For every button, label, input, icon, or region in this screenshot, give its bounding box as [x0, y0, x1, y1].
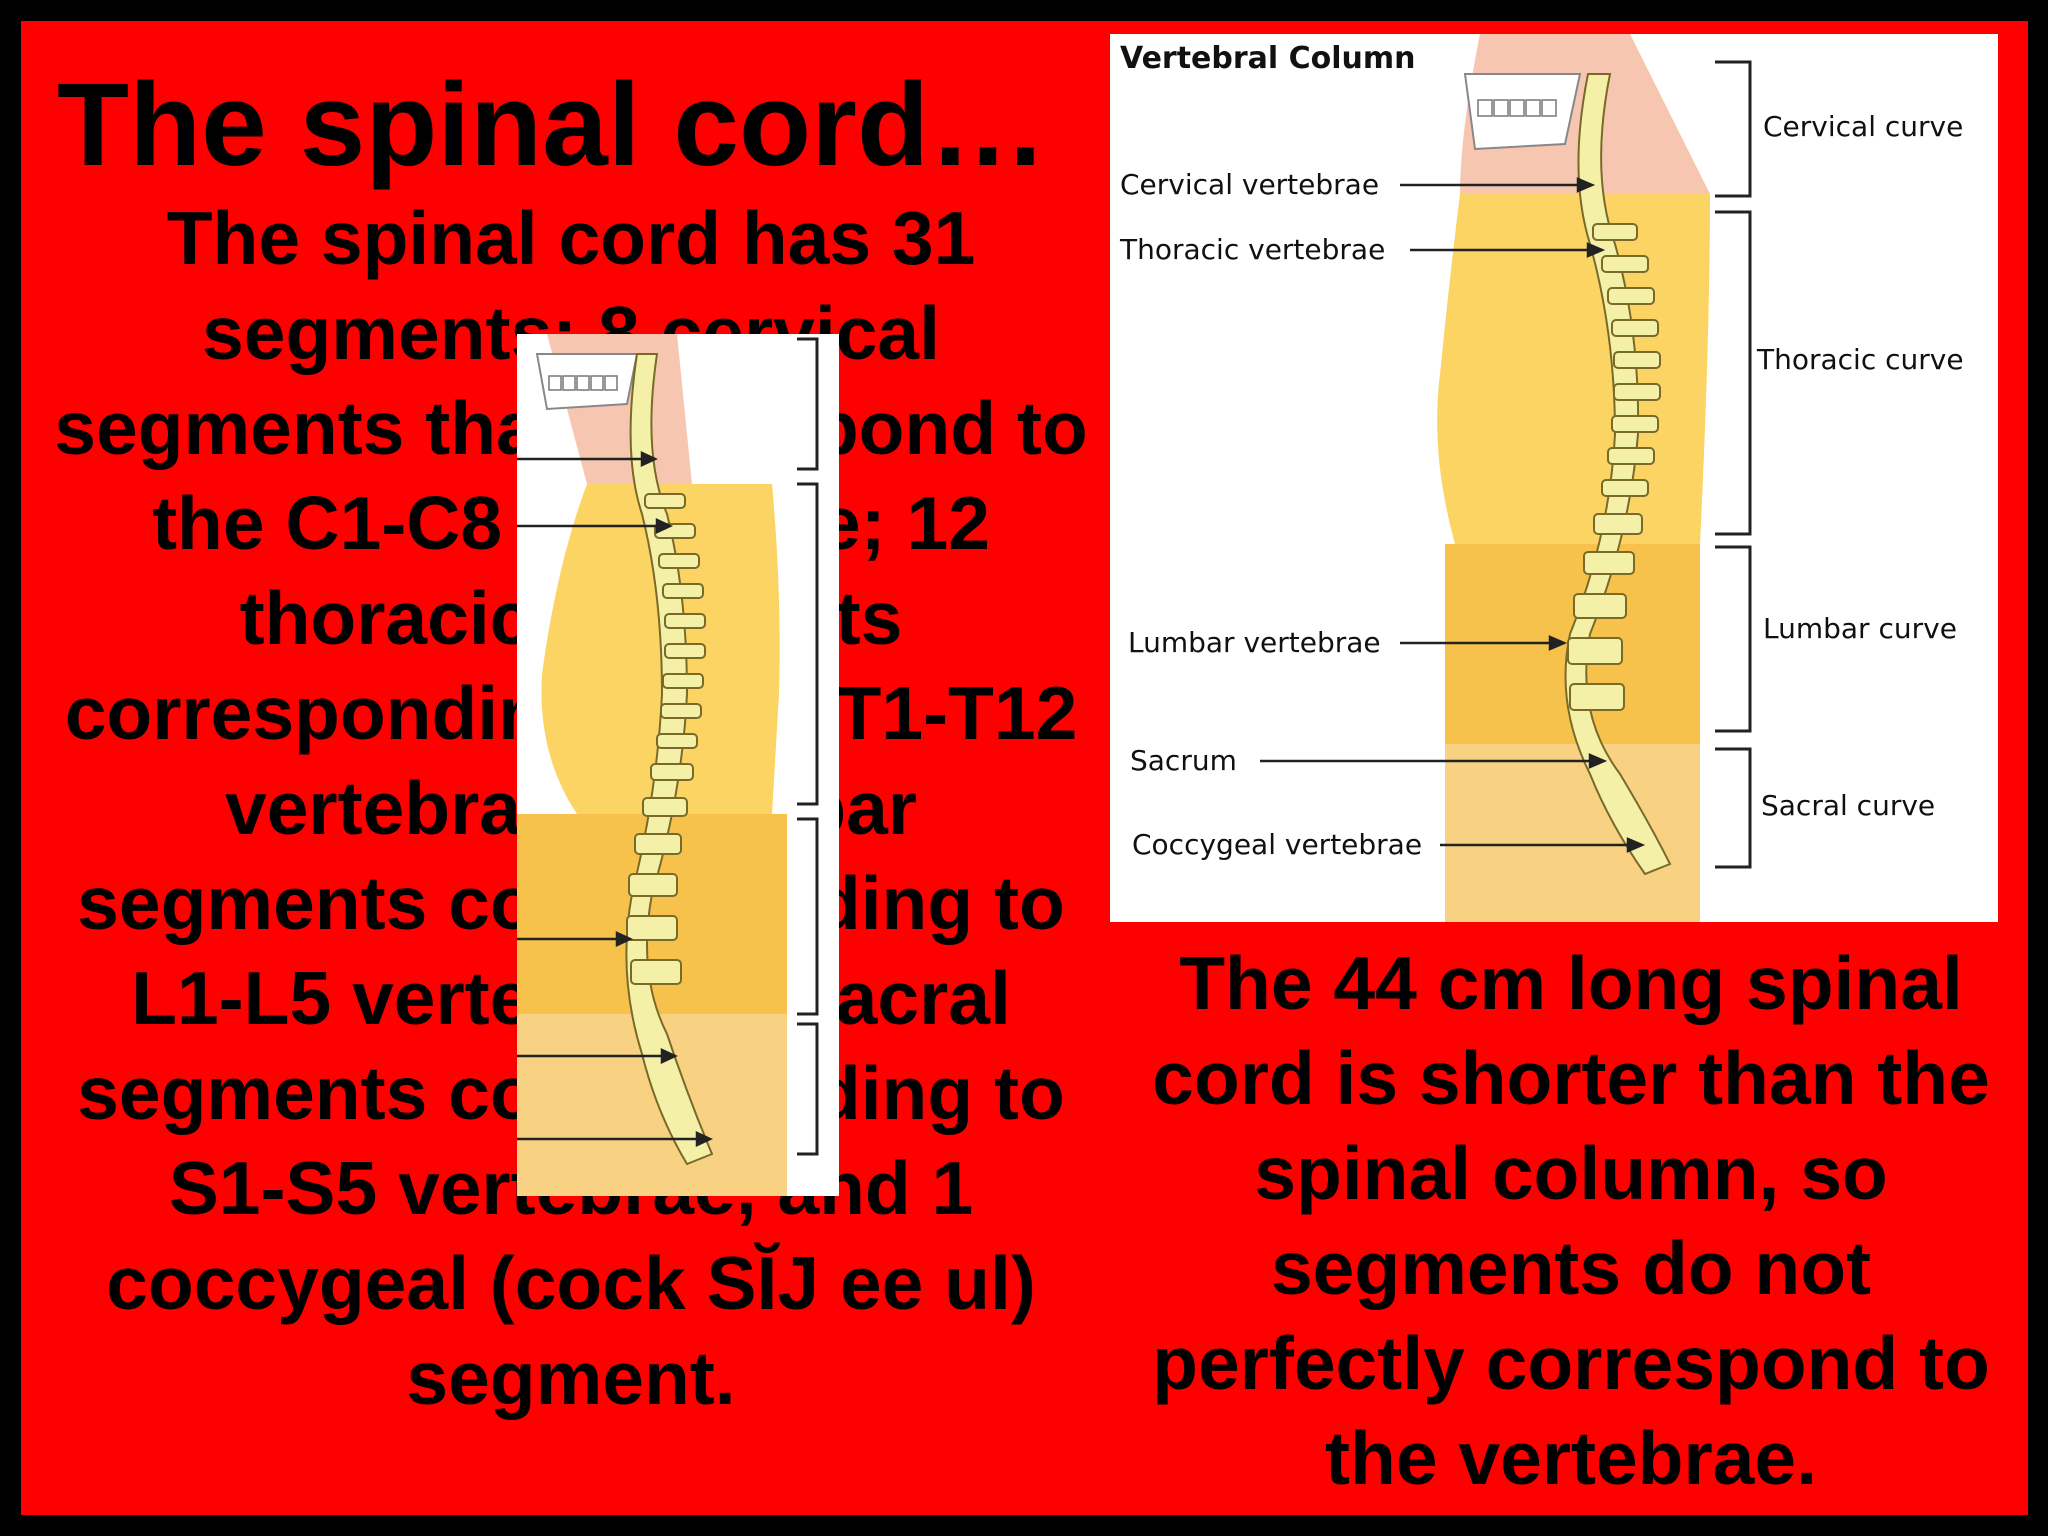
- label-sacral-curve: Sacral curve: [1761, 789, 1935, 822]
- spine-illustration-small: [517, 334, 839, 1196]
- figure-title: Vertebral Column: [1120, 41, 1416, 76]
- label-lumbar-vertebrae: Lumbar vertebrae: [1128, 626, 1381, 659]
- label-lumbar-curve: Lumbar curve: [1763, 612, 1957, 645]
- label-cervical-vertebrae: Cervical vertebrae: [1120, 168, 1379, 201]
- slide: The spinal cord… The spinal cord has 31 …: [21, 21, 2028, 1515]
- label-sacrum: Sacrum: [1130, 744, 1237, 777]
- label-cervical-curve: Cervical curve: [1763, 110, 1963, 143]
- slide-title: The spinal cord…: [57, 59, 1048, 191]
- vertebral-column-figure: Vertebral Column Cervical vertebrae Thor…: [1110, 34, 1998, 922]
- label-coccygeal-vertebrae: Coccygeal vertebrae: [1132, 828, 1422, 861]
- label-thoracic-vertebrae: Thoracic vertebrae: [1119, 233, 1385, 266]
- label-thoracic-curve: Thoracic curve: [1756, 343, 1964, 376]
- length-paragraph: The 44 cm long spinal cord is shorter th…: [1152, 941, 1990, 1500]
